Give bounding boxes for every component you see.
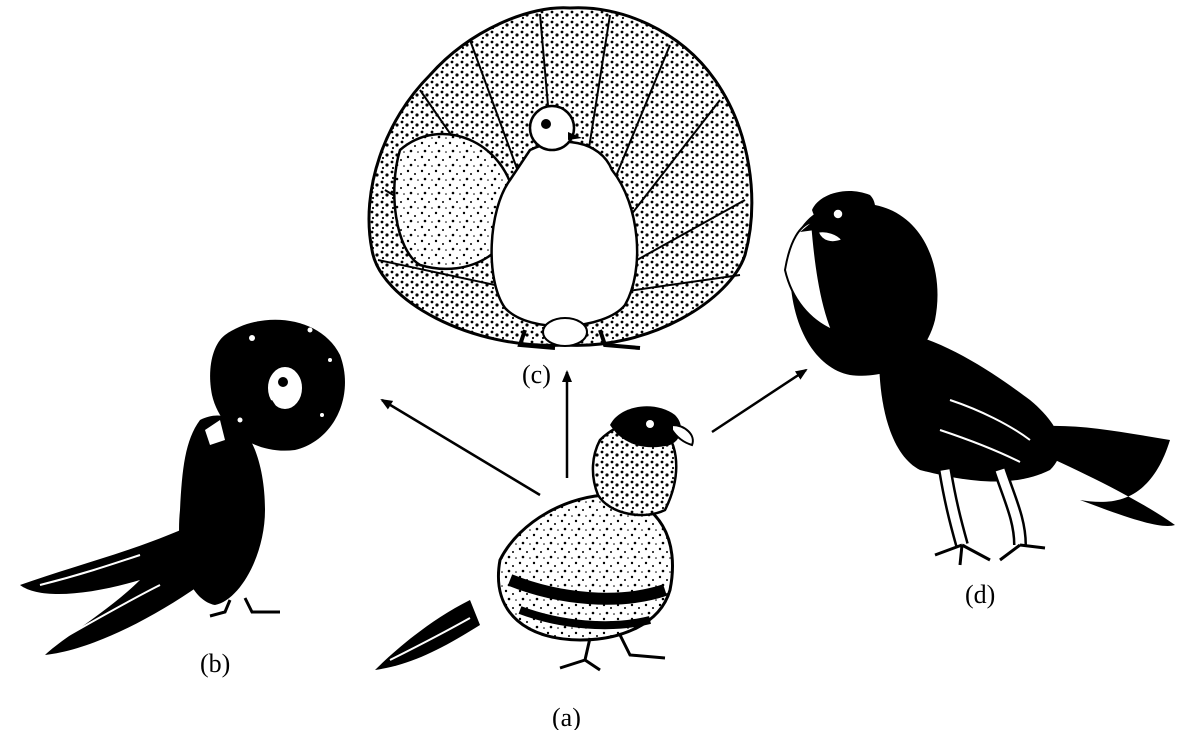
fantail-pigeon-illustration (369, 8, 752, 348)
label-a: (a) (552, 705, 581, 730)
label-d: (d) (965, 582, 995, 608)
arrow-a-to-d (712, 370, 806, 432)
rock-pigeon-illustration (375, 406, 693, 670)
jacobin-pigeon-illustration (20, 320, 345, 655)
label-b: (b) (200, 651, 230, 677)
arrow-a-to-b (382, 400, 540, 495)
pouter-pigeon-illustration (785, 191, 1175, 565)
label-c: (c) (522, 362, 551, 388)
